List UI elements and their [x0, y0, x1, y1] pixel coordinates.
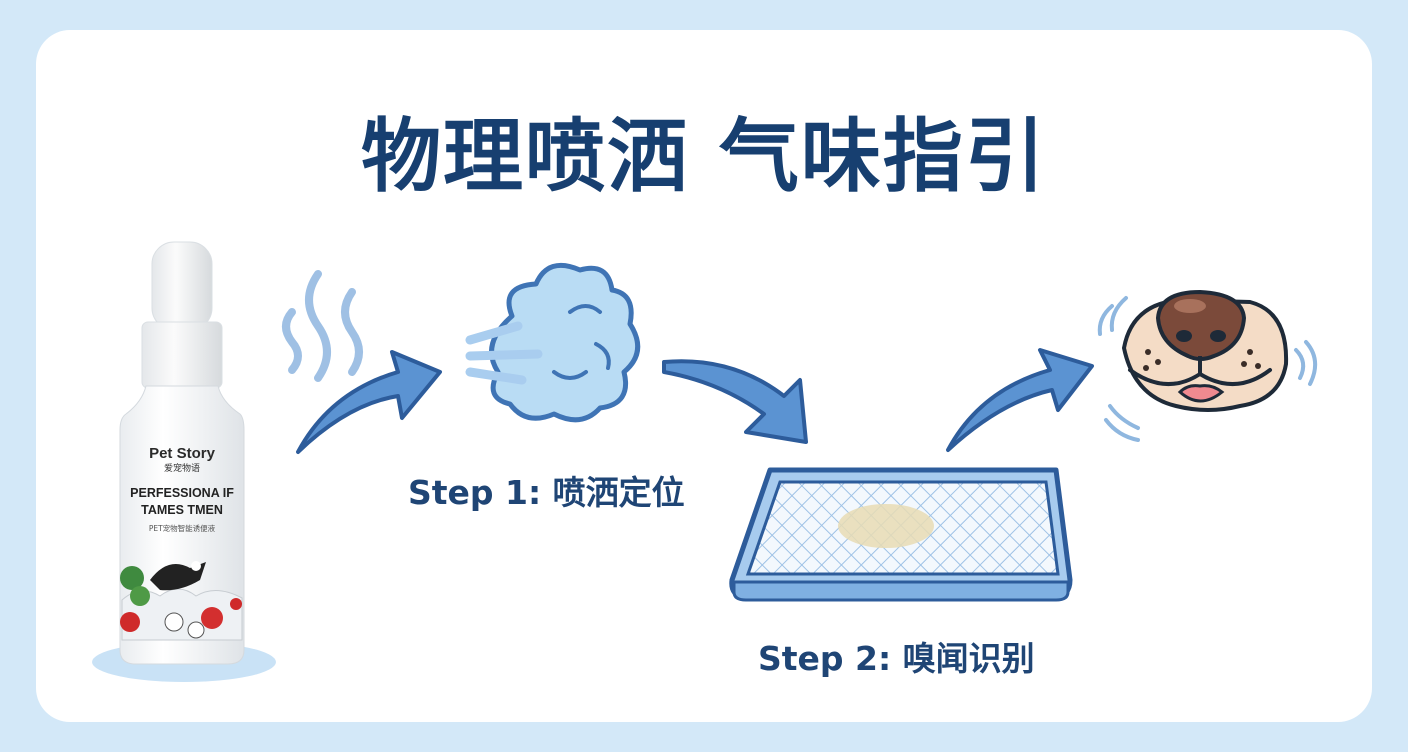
- bottle-illustration: [120, 561, 243, 641]
- scent-spot: [838, 504, 934, 548]
- page-title: 物理喷洒 气味指引: [361, 110, 1047, 203]
- bottle-line-1: PERFESSIONA IF: [130, 486, 234, 500]
- pee-pad-icon: [729, 467, 1073, 602]
- bottle-line-2: TAMES TMEN: [141, 503, 223, 517]
- bottle-brand: Pet Story: [149, 445, 216, 462]
- bottle-line-3: PET宠物智能诱便液: [149, 523, 216, 533]
- spray-bottle: Pet Story 爱宠物语 PERFESSIONA IF TAMES TMEN…: [92, 241, 276, 682]
- curved-arrow-icon: [662, 359, 808, 444]
- smell-waves-icon: [282, 270, 363, 382]
- dog-nose-icon: [1097, 289, 1318, 442]
- bottle-cap-top: [151, 241, 213, 331]
- curved-arrow-icon: [296, 350, 442, 454]
- bottle-brand-cn: 爱宠物语: [164, 462, 200, 474]
- spray-lines: [465, 321, 543, 385]
- bottle-dog-figure: [150, 562, 206, 591]
- bottle-pump: [141, 321, 223, 389]
- step-2-label: Step 2: 嗅闻识别: [758, 639, 1035, 678]
- step-1-label: Step 1: 喷洒定位: [408, 473, 685, 512]
- spray-cloud-icon: [465, 262, 641, 423]
- curved-arrow-icon: [946, 348, 1094, 452]
- sniff-waves: [1097, 296, 1318, 442]
